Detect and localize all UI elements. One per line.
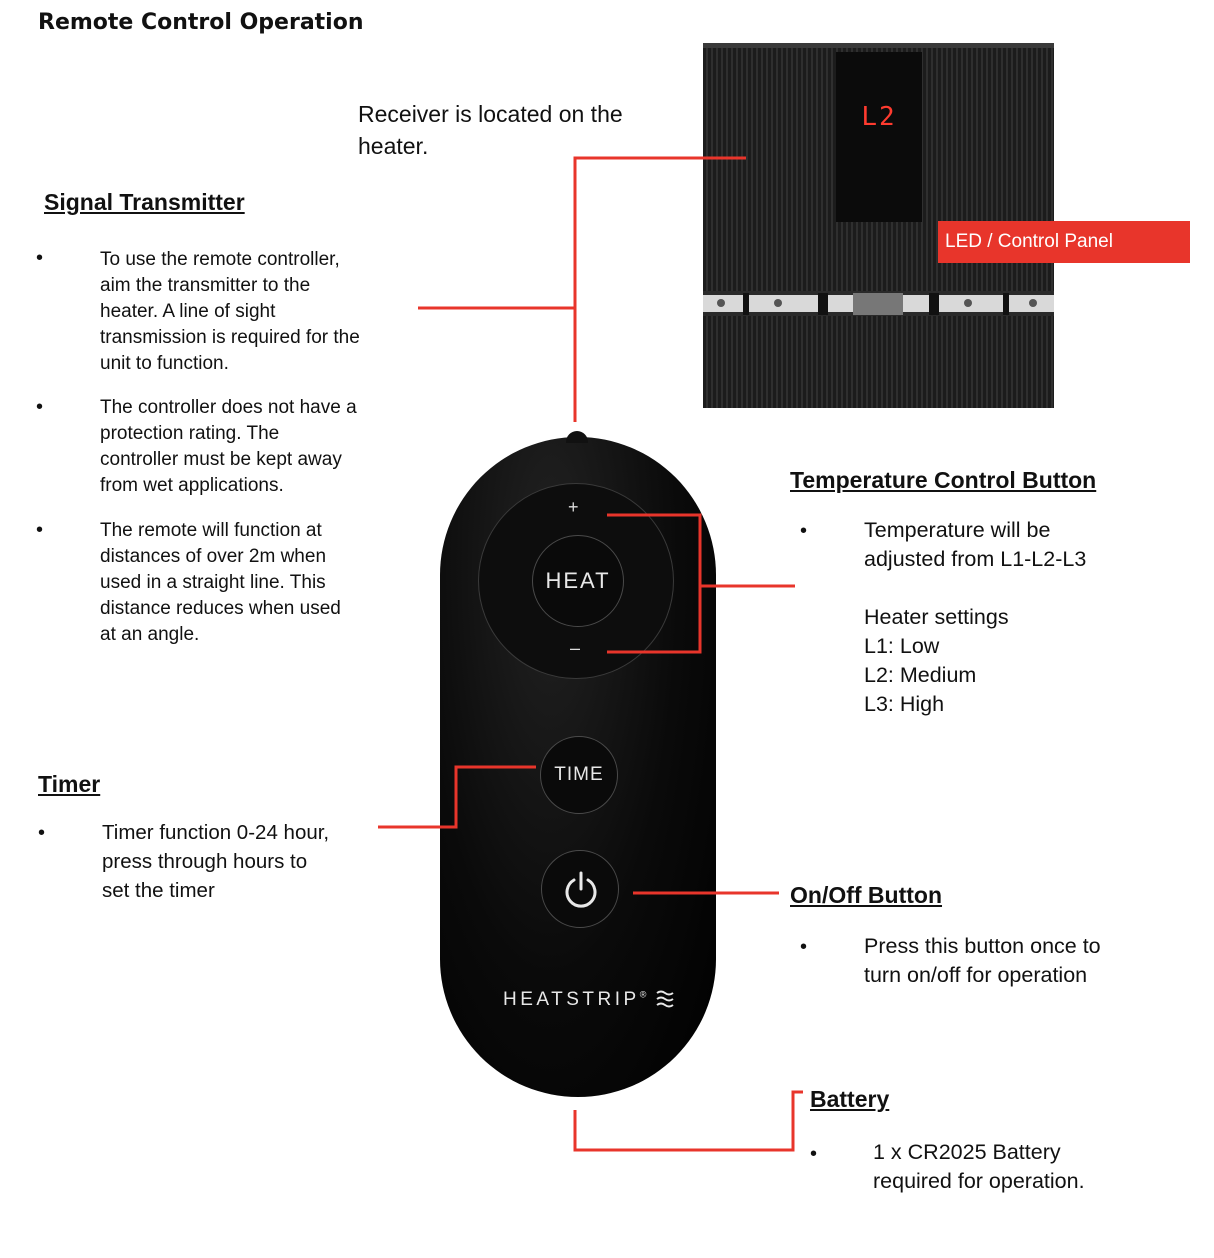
power-icon [565, 871, 597, 908]
text-line: press through hours to [102, 850, 308, 873]
temperature-control-heading: Temperature Control Button [790, 467, 1097, 493]
on-off-heading: On/Off Button [790, 882, 943, 908]
signal-transmitter-heading: Signal Transmitter [44, 189, 245, 215]
timer-heading: Timer [38, 771, 101, 797]
text-line: Timer function 0-24 hour, [102, 821, 330, 844]
heatstrip-brand: HEATSTRIP® [503, 989, 650, 1011]
receiver-note-line: heater. [358, 133, 429, 159]
heater-display [836, 52, 922, 222]
heater-setting: L2: Medium [864, 663, 977, 687]
text-line: controller must be kept away [100, 449, 342, 470]
heater-setting: L3: High [864, 692, 945, 716]
heat-button[interactable]: HEAT [532, 535, 624, 627]
heatstrip-logo-icon [655, 989, 675, 1015]
brand-name: HEATSTRIP [503, 989, 640, 1010]
text-line: The controller does not have a [100, 397, 357, 418]
battery-callout-line [573, 1090, 803, 1152]
on-off-bullet: Press this button once to turn on/off fo… [864, 932, 1101, 990]
bullet-dot: • [38, 822, 46, 844]
text-line: at an angle. [100, 624, 200, 645]
temperature-control-bullet: Temperature will be adjusted from L1-L2-… [864, 516, 1086, 719]
bullet-dot: • [800, 936, 808, 958]
signal-transmitter-bullet-3: The remote will function at distances of… [100, 518, 341, 648]
bullet-dot: • [36, 396, 44, 418]
text-line: adjusted from L1-L2-L3 [864, 547, 1087, 571]
text-line: Temperature will be [864, 518, 1051, 542]
time-button[interactable]: TIME [540, 736, 618, 814]
wave-lines-icon [656, 990, 674, 1008]
text-line: from wet applications. [100, 475, 284, 496]
timer-bullet: Timer function 0-24 hour, press through … [102, 818, 329, 905]
text-line: distances of over 2m when [100, 546, 327, 567]
text-line: The remote will function at [100, 520, 322, 541]
text-line: To use the remote controller, [100, 249, 340, 270]
heater-display-readout: L2 [861, 102, 897, 132]
heater-bottom-panel [703, 316, 1054, 408]
heater-settings-title: Heater settings [864, 605, 1009, 629]
bullet-dot: • [810, 1143, 818, 1165]
text-line: unit to function. [100, 353, 229, 374]
text-line: Press this button once to [864, 934, 1101, 958]
text-line: transmission is required for the [100, 327, 360, 348]
bullet-dot: • [36, 519, 44, 541]
receiver-callout-line [573, 156, 746, 422]
timer-callout-line [378, 765, 536, 829]
temperature-bracket-line [607, 513, 702, 654]
registered-mark: ® [639, 989, 650, 1000]
text-line: used in a straight line. This [100, 572, 326, 593]
battery-heading: Battery [810, 1086, 890, 1112]
remote-transmitter-tip [566, 431, 588, 443]
heater-mount-gap [703, 291, 1054, 316]
text-line: distance reduces when used [100, 598, 341, 619]
battery-bullet: 1 x CR2025 Battery required for operatio… [873, 1138, 1085, 1196]
bullet-dot: • [36, 247, 44, 269]
receiver-note: Receiver is located on the heater. [358, 98, 623, 162]
text-line: 1 x CR2025 Battery [873, 1140, 1061, 1164]
signal-transmitter-bullet-1: To use the remote controller, aim the tr… [100, 247, 360, 377]
page-title: Remote Control Operation [38, 10, 364, 35]
temperature-down-button[interactable]: – [570, 638, 581, 658]
signal-transmitter-bullet-2: The controller does not have a protectio… [100, 395, 357, 499]
text-line: heater. A line of sight [100, 301, 276, 322]
led-control-panel-label: LED / Control Panel [938, 221, 1190, 263]
heater-setting: L1: Low [864, 634, 940, 658]
temperature-up-button[interactable]: + [568, 497, 579, 517]
text-line: protection rating. The [100, 423, 280, 444]
receiver-note-line: Receiver is located on the [358, 101, 623, 127]
power-button[interactable] [541, 850, 619, 928]
text-line: set the timer [102, 879, 215, 902]
text-line: turn on/off for operation [864, 963, 1088, 987]
text-line: required for operation. [873, 1169, 1085, 1193]
text-line: aim the transmitter to the [100, 275, 311, 296]
bullet-dot: • [800, 520, 808, 542]
heater-mount-bolts [703, 291, 1054, 316]
